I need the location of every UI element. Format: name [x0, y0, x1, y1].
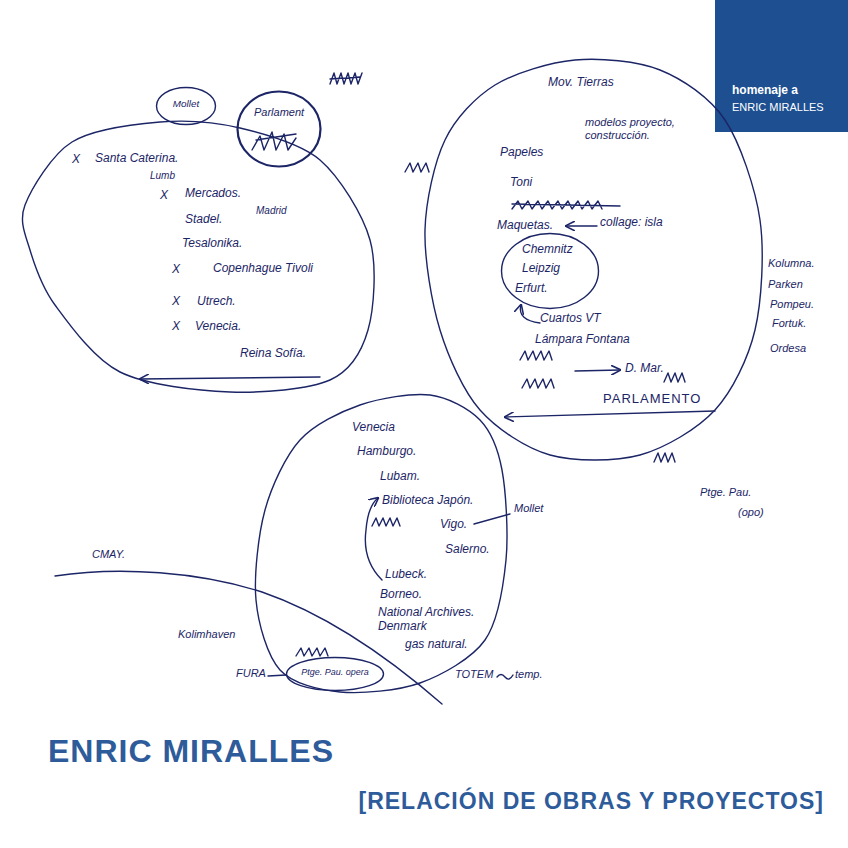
node-text: Ptge. Pau. opera — [285, 667, 385, 677]
node-text: Lámpara Fontana — [535, 333, 630, 347]
sketch-node: ChemnitzLeipzigErfurt. — [500, 232, 600, 310]
node-text: Toni — [510, 176, 532, 190]
sketch-node: Mov. TierrasPapeles modelos proyecto, con… — [420, 52, 765, 462]
scribble — [520, 351, 552, 360]
sketch-node: Ptge. Pau. opera — [285, 656, 385, 692]
sketch-label: (opo) — [738, 506, 764, 519]
sketch-label: Kolumna. — [768, 257, 814, 270]
sketch-label: Ptge. Pau. — [700, 486, 751, 499]
node-text: Hamburgo. — [357, 445, 416, 459]
node-text: Venecia. — [195, 320, 241, 334]
sketch-label: Fortuk. — [772, 317, 806, 330]
sketch-label: TOTEM — [455, 668, 493, 681]
scribble — [330, 73, 362, 84]
sketch-label: Mollet — [514, 502, 543, 515]
node-text: Mollet — [155, 98, 217, 109]
sketch-label: X — [72, 153, 80, 167]
node-text: Salerno. — [445, 543, 490, 557]
node-text: Mercados. — [185, 187, 241, 201]
sketch-node: Parlament — [236, 90, 322, 168]
node-outline — [236, 90, 322, 168]
node-text: Tesalonika. — [182, 237, 242, 251]
sketch-label: Parken — [768, 278, 803, 291]
node-outline — [420, 52, 765, 462]
node-text: Mov. Tierras — [548, 76, 614, 90]
node-text: modelos proyecto, construcción. — [585, 116, 710, 141]
sketch-label: X — [172, 320, 180, 334]
sketch-node: VeneciaHamburgo. Lubam. Biblioteca Japón. V… — [250, 390, 510, 695]
ellipse-outline — [502, 234, 599, 309]
blob-outline — [425, 59, 762, 460]
scribble — [664, 373, 685, 382]
node-text: Biblioteca Japón. — [382, 494, 473, 508]
scribble — [405, 163, 429, 172]
sketch-label: CMAY. — [92, 548, 125, 561]
node-text: Vigo. — [440, 518, 467, 532]
arrow-line — [575, 370, 620, 371]
sketch-label: Kolimhaven — [178, 628, 235, 641]
arrow-line — [566, 225, 597, 226]
node-text: gas natural. — [405, 638, 468, 652]
sketch-label: X — [172, 263, 180, 277]
node-text: Stadel. — [185, 213, 222, 227]
node-text: National Archives. Denmark — [378, 606, 496, 634]
node-text: Lubeck. — [385, 568, 427, 582]
leader-line — [474, 514, 510, 524]
scribble — [252, 132, 296, 150]
scribble — [522, 379, 554, 388]
curved-arrow — [365, 498, 382, 580]
node-text: Reina Sofía. — [240, 347, 306, 361]
leader-line — [268, 675, 286, 676]
title: ENRIC MIRALLES — [48, 733, 334, 770]
sketch-node: Mollet — [155, 86, 217, 126]
node-text: D. Mar. — [625, 362, 664, 376]
node-text: Maquetas. — [497, 219, 553, 233]
node-text: Lumb — [150, 170, 175, 182]
sketch-label: Ordesa — [770, 342, 806, 355]
ellipse-outline — [238, 92, 321, 167]
blob-outline — [255, 394, 507, 692]
node-text: Madrid — [256, 205, 287, 217]
node-text: Cuartos VT — [540, 312, 601, 326]
node-text: homenaje a — [732, 84, 798, 98]
scribble — [654, 453, 675, 462]
blob-outline — [22, 121, 374, 392]
node-text: Borneo. — [380, 588, 422, 602]
sketch-label: temp. — [515, 668, 543, 681]
arrow-line — [505, 411, 715, 417]
scribble — [296, 648, 328, 656]
sketch-label: X — [172, 295, 180, 309]
node-text: collage: isla — [600, 216, 663, 230]
node-text: ENRIC MIRALLES — [732, 101, 824, 114]
sketch-label: FURA — [236, 667, 266, 680]
sketch-label: Pompeu. — [770, 298, 814, 311]
tilde-line — [497, 675, 513, 680]
sketch-node: homenaje a ENRIC MIRALLES — [715, 0, 848, 132]
node-text: Lubam. — [380, 470, 420, 484]
node-text: Venecia — [352, 421, 395, 435]
scribble — [372, 518, 400, 526]
caption: [RELACIÓN DE OBRAS Y PROYECTOS] — [358, 788, 824, 815]
node-text: Copenhague Tivoli — [213, 262, 313, 276]
long-line — [55, 571, 442, 704]
node-text: Chemnitz — [522, 243, 573, 257]
node-text: Parlament — [254, 106, 304, 119]
sketch-label: X — [160, 189, 168, 203]
node-text: PARLAMENTO — [603, 392, 701, 407]
node-text: Erfurt. — [515, 282, 548, 296]
arrow-line — [140, 377, 320, 379]
scribble — [512, 201, 620, 209]
node-text: Utrech. — [197, 295, 236, 309]
node-text: Papeles — [500, 146, 543, 160]
node-text: Santa Caterina. — [95, 152, 178, 166]
node-text: Leipzig — [522, 262, 560, 276]
